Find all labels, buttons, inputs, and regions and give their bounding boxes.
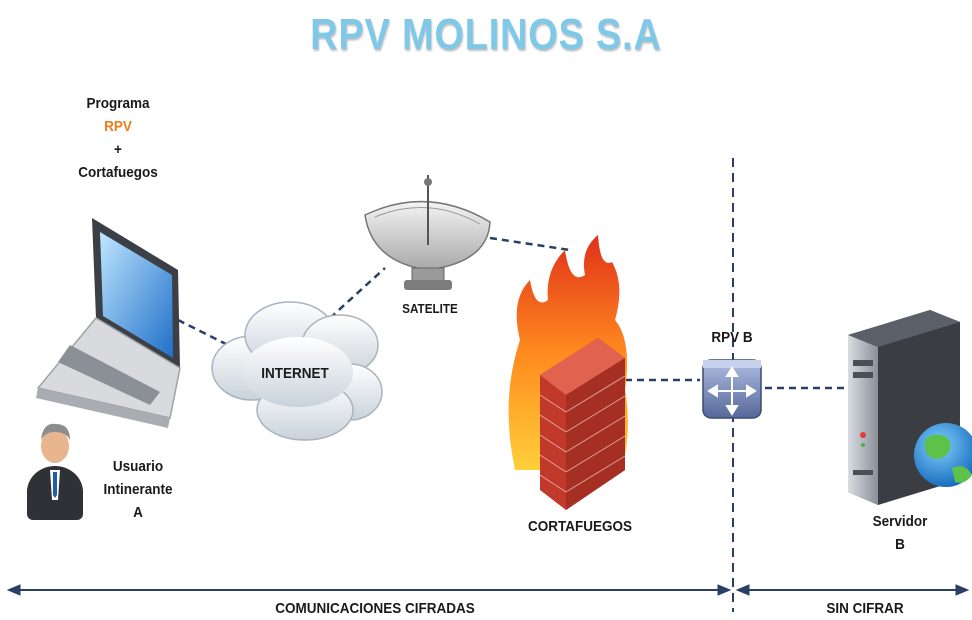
right-arrowhead-icon [717,584,732,596]
satellite-label: SATELITE [402,301,458,316]
satellite-dish-icon [364,175,491,290]
user-label: Usuario Intinerante A [84,455,192,524]
unencrypted-label: SIN CIFRAR [826,600,904,617]
left-arrowhead-icon [735,584,750,596]
laptop-icon [36,218,181,428]
program-label-plus: + [114,141,122,158]
page-title: RPV MOLINOS S.A [310,10,662,59]
link-satellite-firewall [489,236,571,252]
vpn-device-icon [702,359,762,419]
program-label-line: Programa [86,95,150,112]
internet-cloud-icon [211,301,383,441]
program-label: Programa RPV + Cortafuegos [55,92,181,184]
left-arrowhead-icon [6,584,21,596]
firewall-label: CORTAFUEGOS [527,518,633,535]
server-label-line: B [895,536,905,553]
link-internet-satellite [329,267,386,319]
user-label-line: A [133,504,143,521]
network-links [177,236,845,390]
user-label-line: Intinerante [103,481,173,498]
right-arrowhead-icon [955,584,970,596]
user-avatar-icon [27,423,83,520]
bottom-arrows [6,584,970,596]
encrypted-communications-label: COMUNICACIONES CIFRADAS [275,600,475,617]
link-laptop-internet [177,318,229,347]
program-label-line: Cortafuegos [78,164,158,181]
globe-icon [914,423,972,487]
internet-label: INTERNET [261,365,329,382]
firewall-brick-wall-icon [539,338,626,510]
user-label-line: Usuario [112,458,164,475]
program-label-rpv: RPV [104,118,132,135]
server-label: Servidor B [851,510,950,556]
server-label-line: Servidor [872,513,928,530]
vpn-label: RPV B [711,329,753,346]
